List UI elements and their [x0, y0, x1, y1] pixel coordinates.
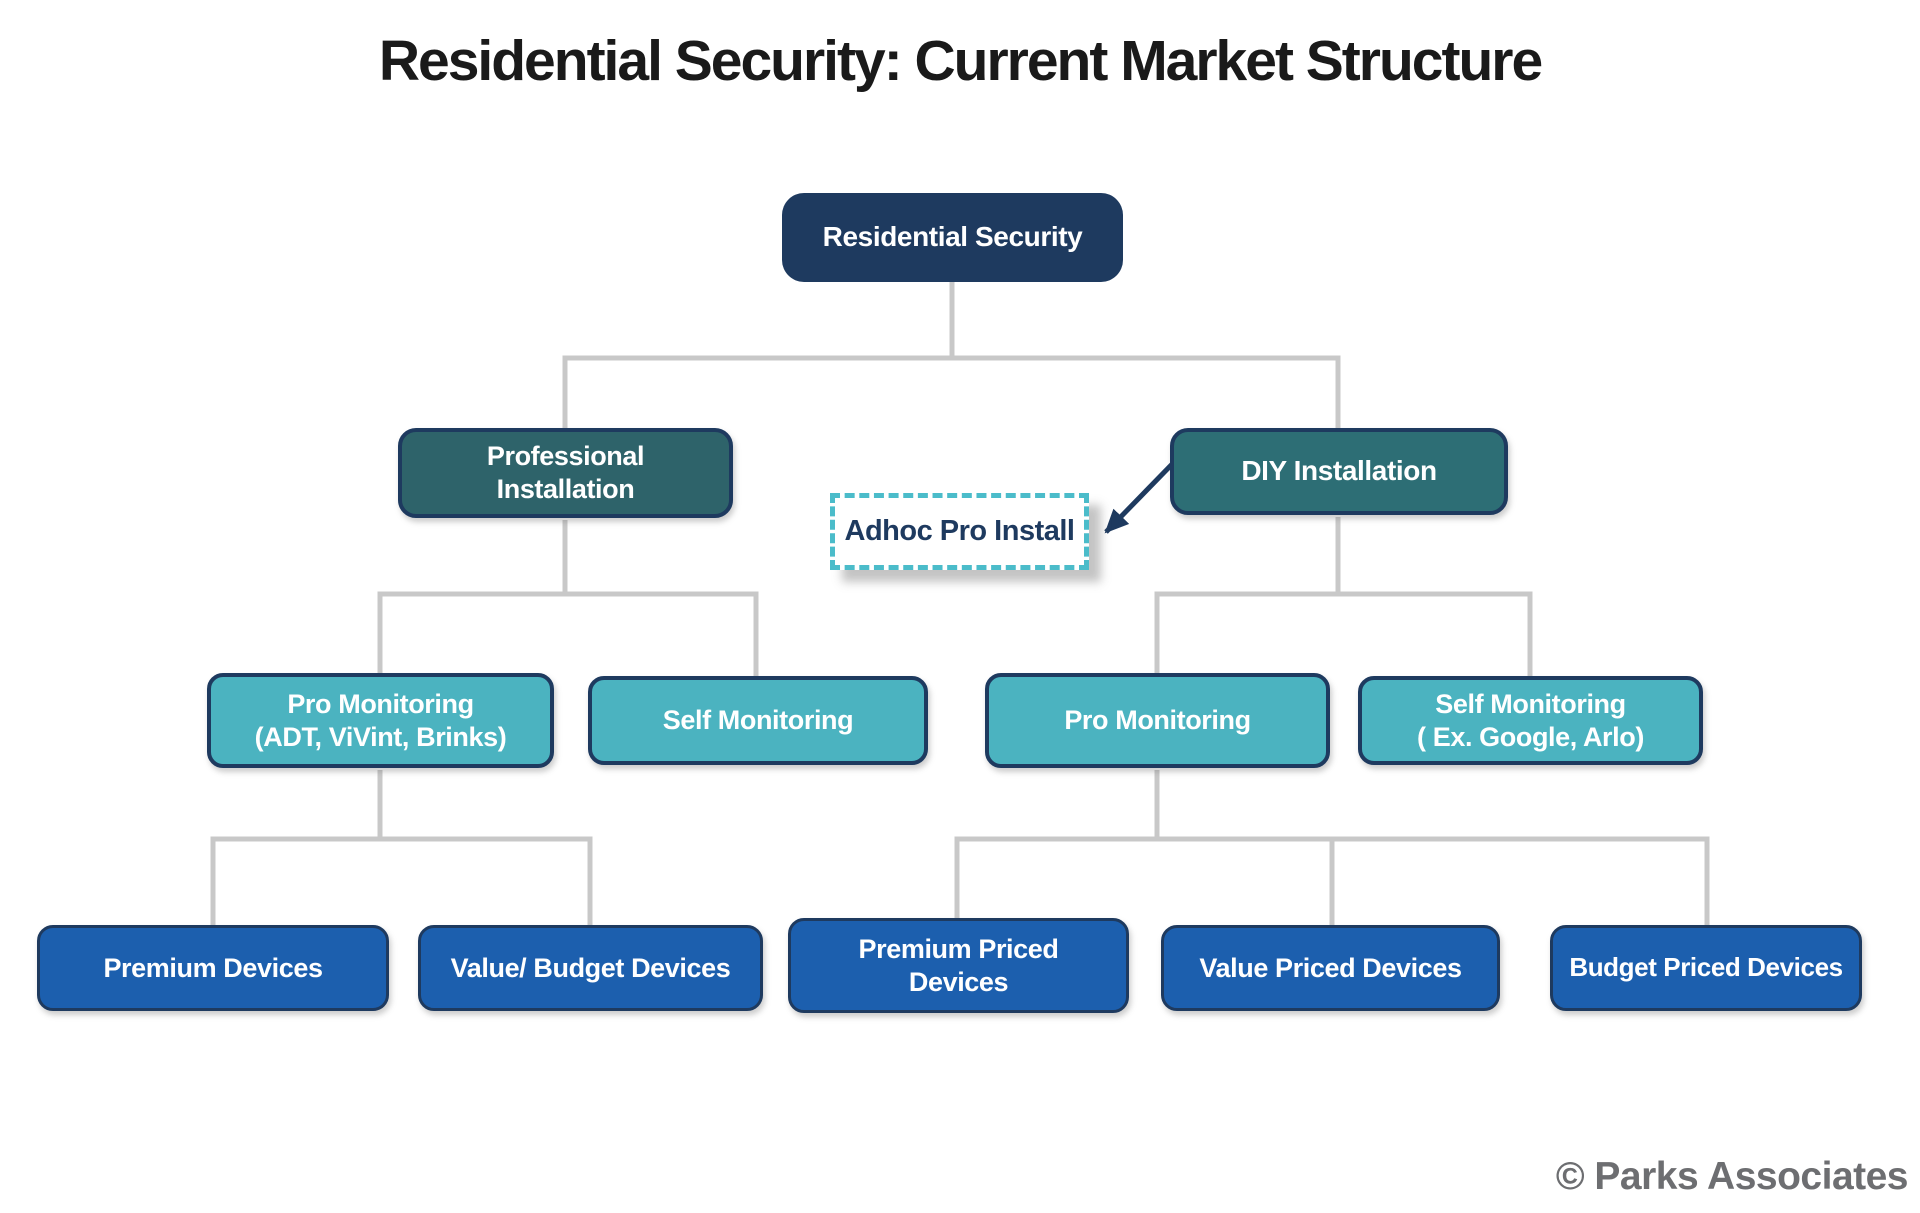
node-premium-priced-devices: Premium Priced Devices	[788, 918, 1129, 1013]
copyright-credit: © Parks Associates	[1555, 1155, 1909, 1198]
node-residential-security: Residential Security	[782, 193, 1123, 282]
node-value-budget-devices: Value/ Budget Devices	[418, 925, 763, 1011]
node-self-monitoring-diy: Self Monitoring ( Ex. Google, Arlo)	[1358, 676, 1703, 765]
connector-promon-diy-to-devices	[954, 770, 1710, 926]
node-adhoc-pro-install: Adhoc Pro Install	[830, 493, 1089, 570]
connector-diy-to-monitoring	[1154, 517, 1533, 678]
node-self-monitoring-professional: Self Monitoring	[588, 676, 928, 765]
page-title: Residential Security: Current Market Str…	[378, 29, 1543, 93]
node-diy-installation: DIY Installation	[1170, 428, 1508, 515]
node-pro-monitoring-diy: Pro Monitoring	[985, 673, 1330, 768]
adhoc-arrow	[1104, 453, 1183, 534]
node-professional-installation: Professional Installation	[398, 428, 733, 518]
node-value-priced-devices: Value Priced Devices	[1161, 925, 1500, 1011]
connector-professional-to-monitoring	[377, 520, 759, 678]
node-pro-monitoring-adt: Pro Monitoring (ADT, ViVint, Brinks)	[207, 673, 554, 768]
node-premium-devices: Premium Devices	[37, 925, 389, 1011]
connector-promon-adt-to-devices	[210, 770, 593, 926]
node-budget-priced-devices: Budget Priced Devices	[1550, 925, 1862, 1011]
connector-root-to-installs	[562, 282, 1341, 428]
